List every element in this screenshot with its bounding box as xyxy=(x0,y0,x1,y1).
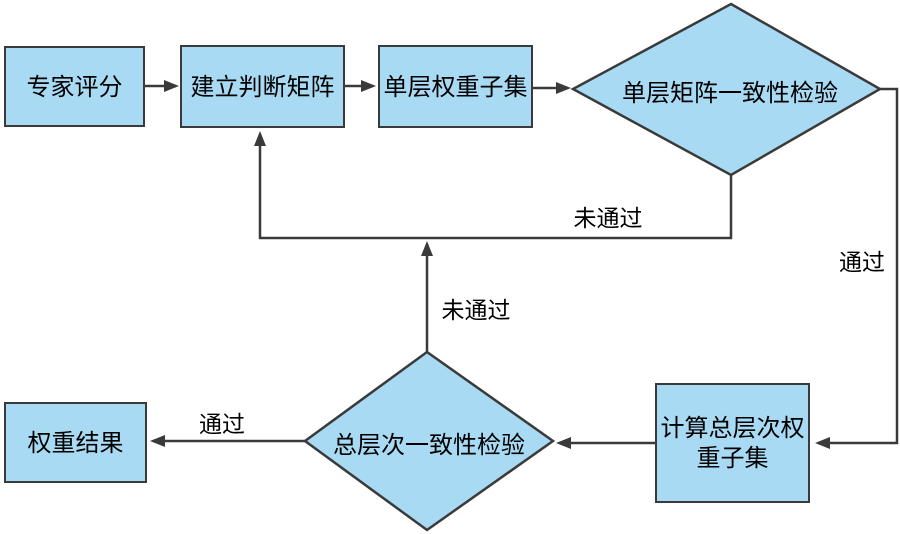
decision-single-layer-check-label: 单层矩阵一致性检验 xyxy=(622,78,838,107)
decision-total-hierarchy-check-label: 总层次一致性检验 xyxy=(333,430,525,459)
node-expert-scoring-label: 专家评分 xyxy=(26,72,123,101)
edge-label-bottom-pass: 通过 xyxy=(199,412,245,438)
node-calculate-total-hierarchy-weight-subset-label: 计算总层次权重子集 xyxy=(660,414,805,472)
node-build-judgment-matrix-label: 建立判断矩阵 xyxy=(190,72,335,101)
node-single-layer-weight-subset: 单层权重子集 xyxy=(378,45,533,128)
edge-label-top-fail: 未通过 xyxy=(573,206,643,232)
edge-label-top-pass: 通过 xyxy=(839,250,885,276)
decision-diamond-total-hierarchy-check xyxy=(302,350,556,532)
connector-check-pass-to-calc xyxy=(815,87,899,449)
node-calculate-total-hierarchy-weight-subset: 计算总层次权重子集 xyxy=(655,383,810,503)
node-weight-result-label: 权重结果 xyxy=(27,428,124,457)
node-single-layer-weight-subset-label: 单层权重子集 xyxy=(383,72,528,101)
connector-check-fail-to-build xyxy=(254,131,733,240)
node-build-judgment-matrix: 建立判断矩阵 xyxy=(180,45,345,128)
node-expert-scoring: 专家评分 xyxy=(4,46,145,127)
node-weight-result: 权重结果 xyxy=(4,402,147,483)
edge-label-bottom-fail: 未通过 xyxy=(441,298,511,324)
